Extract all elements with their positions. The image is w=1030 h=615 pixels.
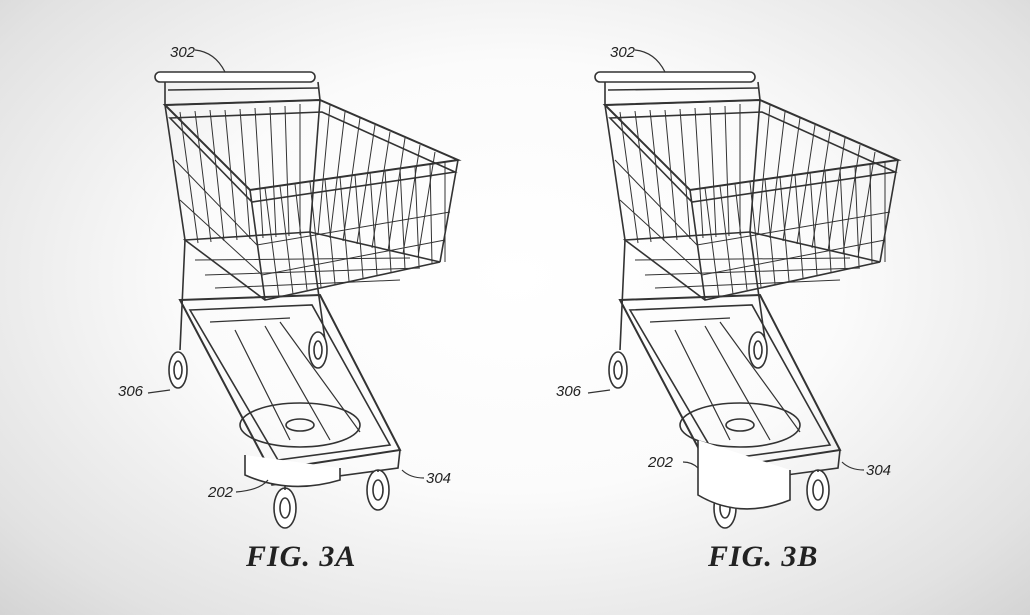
caption-fig-3b: FIG. 3B [708,540,819,573]
label-306-b: 306 [556,383,582,400]
cart-fig-3a [147,49,459,529]
label-302-a: 302 [170,44,196,61]
label-202-a: 202 [208,484,234,501]
caption-fig-3a: FIG. 3A [246,540,357,573]
label-302-b: 302 [610,44,636,61]
label-304-b: 304 [866,462,892,479]
label-202-b: 202 [648,454,674,471]
unit-202-b [697,440,791,510]
label-304-a: 304 [426,470,452,487]
unit-202-a [244,455,341,488]
label-306-a: 306 [118,383,144,400]
cart-fig-3b [587,49,899,529]
